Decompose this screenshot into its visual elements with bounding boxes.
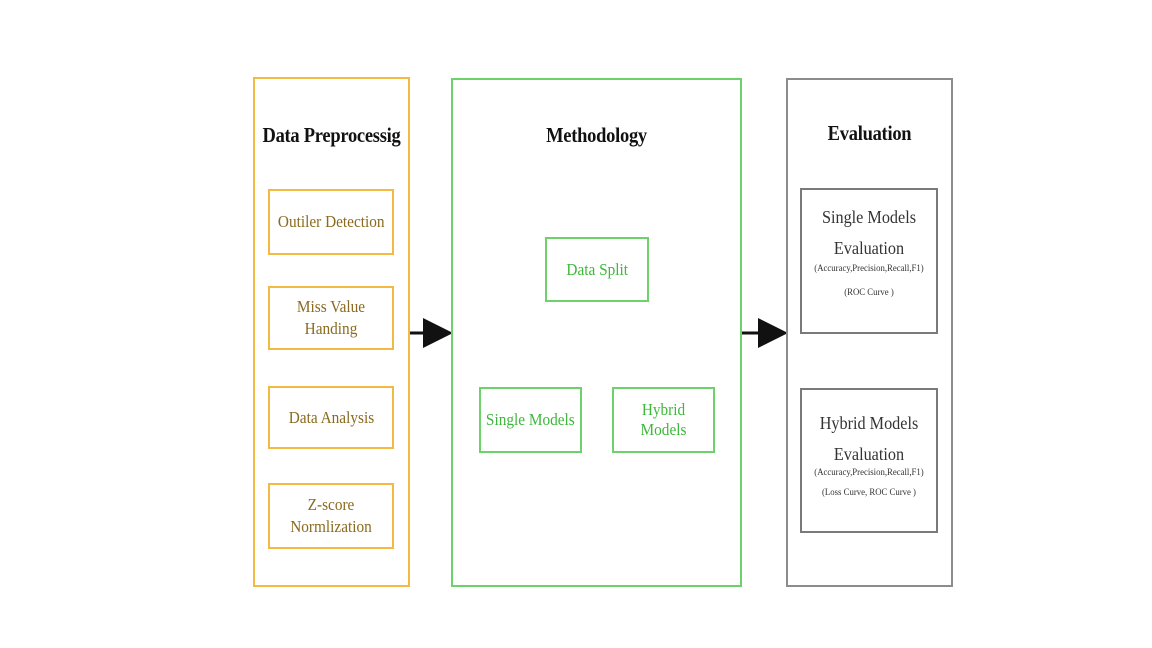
single-eval-curves: (ROC Curve ) [844, 288, 894, 298]
hybrid-eval-line2: Evaluation [833, 444, 905, 464]
missing-value-label: Miss Value Handing [296, 297, 366, 338]
single-eval-metrics: (Accuracy,Precision,Recall,F1) [814, 264, 924, 274]
missing-value-box: Miss Value Handing [268, 286, 394, 350]
single-models-evaluation-box: Single Models Evaluation (Accuracy,Preci… [800, 188, 938, 334]
hybrid-eval-line1: Hybrid Models [819, 413, 919, 433]
preprocessing-title: Data Preprocessig [262, 123, 401, 147]
methodology-panel [451, 78, 742, 587]
zscore-normalization-box: Z-score Normlization [268, 483, 394, 549]
single-models-label: Single Models [486, 410, 575, 429]
evaluation-title: Evaluation [827, 121, 912, 145]
data-analysis-box: Data Analysis [268, 386, 394, 449]
single-eval-line1: Single Models [821, 207, 917, 227]
data-split-box: Data Split [545, 237, 649, 302]
zscore-normalization-label: Z-score Normlization [290, 495, 372, 536]
data-analysis-label: Data Analysis [288, 407, 374, 427]
hybrid-eval-curves: (Loss Curve, ROC Curve ) [822, 488, 916, 498]
single-models-box: Single Models [479, 387, 582, 453]
methodology-title: Methodology [546, 123, 647, 147]
single-eval-line2: Evaluation [833, 238, 905, 258]
hybrid-models-label: Hybrid Models [640, 400, 687, 439]
hybrid-models-evaluation-box: Hybrid Models Evaluation (Accuracy,Preci… [800, 388, 938, 533]
hybrid-models-box: Hybrid Models [612, 387, 715, 453]
hybrid-eval-metrics: (Accuracy,Precision,Recall,F1) [814, 468, 924, 478]
outlier-detection-box: Outiler Detection [268, 189, 394, 255]
outlier-detection-label: Outiler Detection [277, 212, 385, 231]
data-split-label: Data Split [566, 259, 628, 279]
